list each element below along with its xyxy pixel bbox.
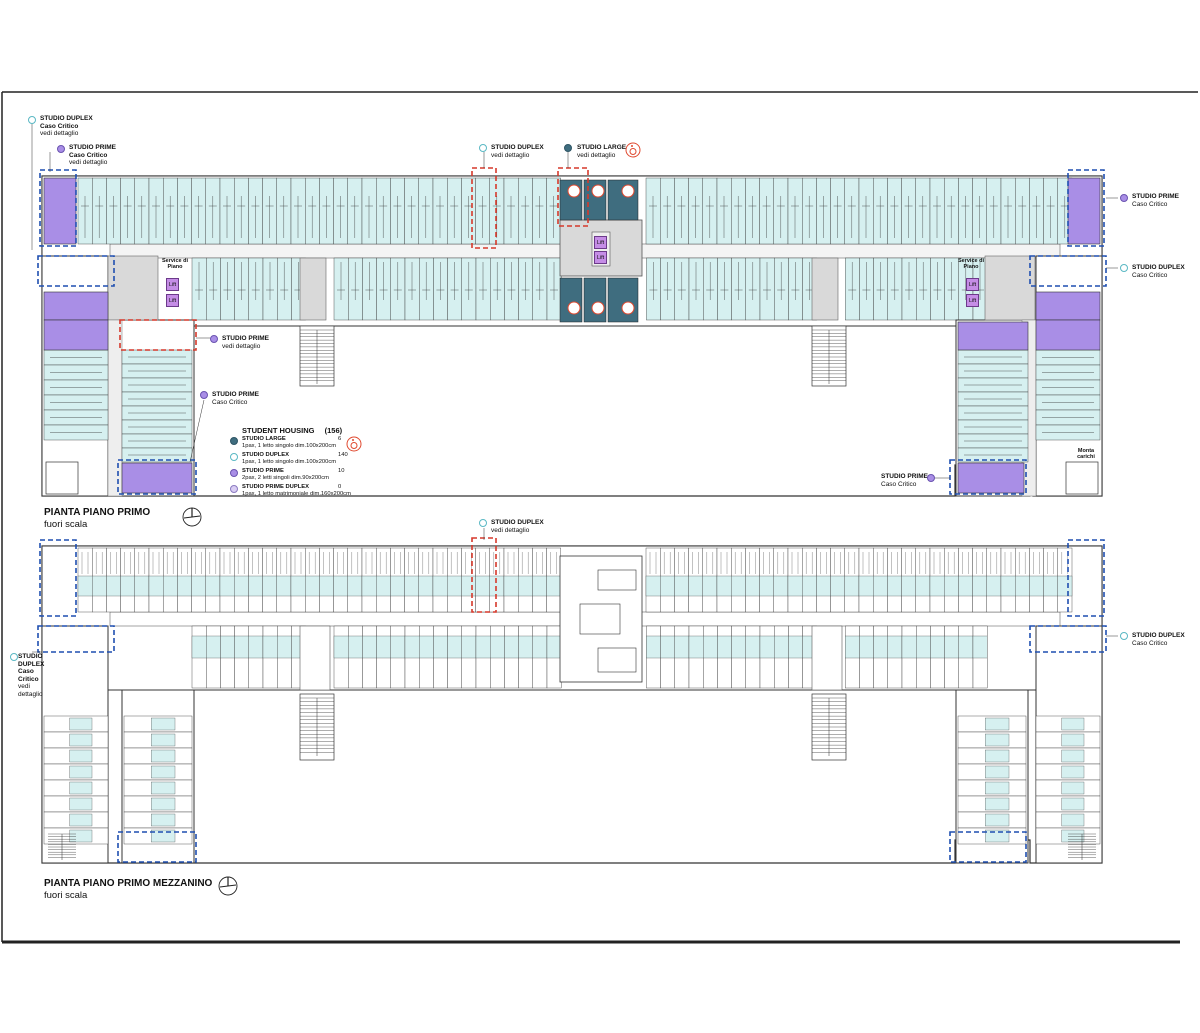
large-marker-icon xyxy=(564,144,572,152)
core-left xyxy=(107,255,159,321)
legend-title: STUDENT HOUSING xyxy=(242,426,315,435)
lift-right-1: Lift xyxy=(966,278,979,291)
plan1-subtitle: fuori scala xyxy=(44,519,88,530)
prime-unit-tl xyxy=(43,177,77,245)
label-prime-right: STUDIO PRIME Caso Critico xyxy=(1132,193,1179,208)
lift-left-2: Lift xyxy=(166,294,179,307)
sheet-frame xyxy=(1,91,1198,944)
prime-unit-r3 xyxy=(957,321,1029,351)
prime-unit-l1 xyxy=(43,291,109,321)
label-prime-mid: STUDIO PRIME vedi dettaglio xyxy=(222,335,269,350)
label-prime-left: STUDIO PRIME Caso Critico xyxy=(212,391,259,406)
plan1-title: PIANTA PIANO PRIMO xyxy=(44,507,151,518)
wheelchair-icon xyxy=(346,436,362,452)
north-arrow-icon xyxy=(182,507,202,527)
legend-prime-duplex-icon xyxy=(230,485,238,493)
legend-large-icon xyxy=(230,437,238,445)
prime-unit-r2 xyxy=(1035,319,1101,351)
duplex-marker-icon xyxy=(10,653,18,661)
legend-duplex-icon xyxy=(230,453,238,461)
label-prime-tl: STUDIO PRIME Caso Critico vedi dettaglio xyxy=(69,144,116,166)
label-duplex-right: STUDIO DUPLEX Caso Critico xyxy=(1132,264,1185,279)
lift-right-2: Lift xyxy=(966,294,979,307)
large-units xyxy=(559,179,639,323)
lift-central-1: Lift xyxy=(594,236,607,249)
label-mezz-duplex-top: STUDIO DUPLEX vedi dettaglio xyxy=(491,519,544,534)
prime-marker-icon xyxy=(200,391,208,399)
legend-prime-icon xyxy=(230,469,238,477)
prime-marker-icon xyxy=(927,474,935,482)
core-right xyxy=(984,255,1036,321)
critical-boxes xyxy=(37,169,1107,495)
duplex-marker-icon xyxy=(28,116,36,124)
plan-piano-primo-mezzanino xyxy=(32,528,1118,896)
duplex-marker-icon xyxy=(1120,264,1128,272)
prime-unit-r1 xyxy=(1035,291,1101,321)
legend-total: (156) xyxy=(324,426,343,435)
prime-unit-tr xyxy=(1067,177,1101,245)
service-left-label: Service di Piano xyxy=(162,258,188,270)
prime-unit-br xyxy=(957,462,1025,494)
label-duplex-top: STUDIO DUPLEX vedi dettaglio xyxy=(491,144,544,159)
inner-rooms-row xyxy=(191,257,988,321)
label-large-top: STUDIO LARGE vedi dettaglio xyxy=(577,144,627,159)
lift-central-2: Lift xyxy=(594,251,607,264)
wheelchair-icons xyxy=(567,184,635,315)
label-duplex-tl: STUDIO DUPLEX Caso Critico vedi dettagli… xyxy=(40,115,93,137)
lift-left-1: Lift xyxy=(166,278,179,291)
wheelchair-icon xyxy=(625,142,641,158)
prime-unit-l2 xyxy=(43,319,109,351)
prime-marker-icon xyxy=(57,145,65,153)
label-mezz-duplex-right: STUDIO DUPLEX Caso Critico xyxy=(1132,632,1185,647)
service-right-label: Service di Piano xyxy=(958,258,984,270)
prime-marker-icon xyxy=(1120,194,1128,202)
duplex-marker-icon xyxy=(479,144,487,152)
montacarichi-label: Monta carichi xyxy=(1077,448,1095,460)
prime-marker-icon xyxy=(210,335,218,343)
top-rooms-row xyxy=(77,177,1073,245)
prime-unit-bl xyxy=(121,462,193,494)
plan2-subtitle: fuori scala xyxy=(44,890,88,901)
duplex-marker-icon xyxy=(479,519,487,527)
label-prime-br: STUDIO PRIME Caso Critico xyxy=(881,473,928,488)
plan-piano-primo xyxy=(31,124,1118,527)
plan2-title: PIANTA PIANO PRIMO MEZZANINO xyxy=(44,878,213,889)
duplex-marker-icon xyxy=(1120,632,1128,640)
north-arrow-icon xyxy=(218,876,238,896)
label-mezz-duplex-left: STUDIO DUPLEX Caso Critico vedi dettagli… xyxy=(18,653,45,698)
